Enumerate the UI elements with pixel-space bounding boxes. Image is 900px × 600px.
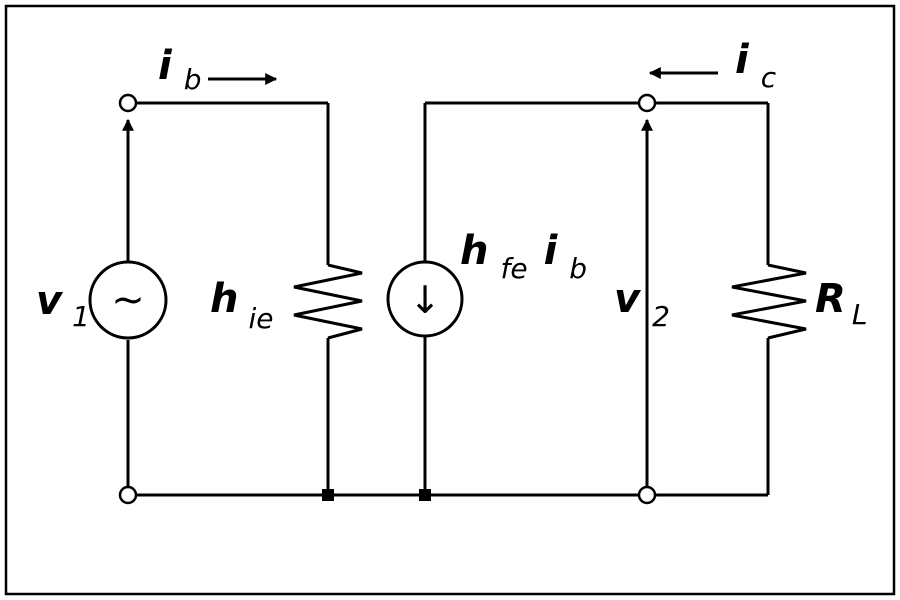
junction-dot [322, 489, 334, 501]
ac-source-tilde-icon: ~ [111, 277, 145, 323]
dependent-current-source: ↓ [386, 260, 464, 338]
resistor-hie [293, 263, 363, 340]
diagram-frame [4, 4, 896, 596]
label-v1: v 1 [36, 278, 90, 333]
terminal-input-top [118, 93, 138, 113]
label-ic: i c [735, 37, 777, 94]
label-ib: i b [158, 43, 202, 96]
resistor-rl [731, 263, 807, 340]
terminal-output-top [637, 93, 657, 113]
current-source-circle [386, 260, 464, 338]
terminal-output-bottom [637, 485, 657, 505]
ac-voltage-source: ~ [88, 118, 168, 340]
label-hie: h ie [210, 276, 274, 335]
ac-source-circle [88, 260, 168, 340]
label-v2: v 2 [614, 276, 670, 333]
down-arrow-icon: ↓ [409, 278, 441, 322]
label-rl: R L [815, 276, 867, 331]
terminal-input-bottom [118, 485, 138, 505]
label-hfe-ib: h fe i b [460, 228, 587, 285]
junction-dot [419, 489, 431, 501]
